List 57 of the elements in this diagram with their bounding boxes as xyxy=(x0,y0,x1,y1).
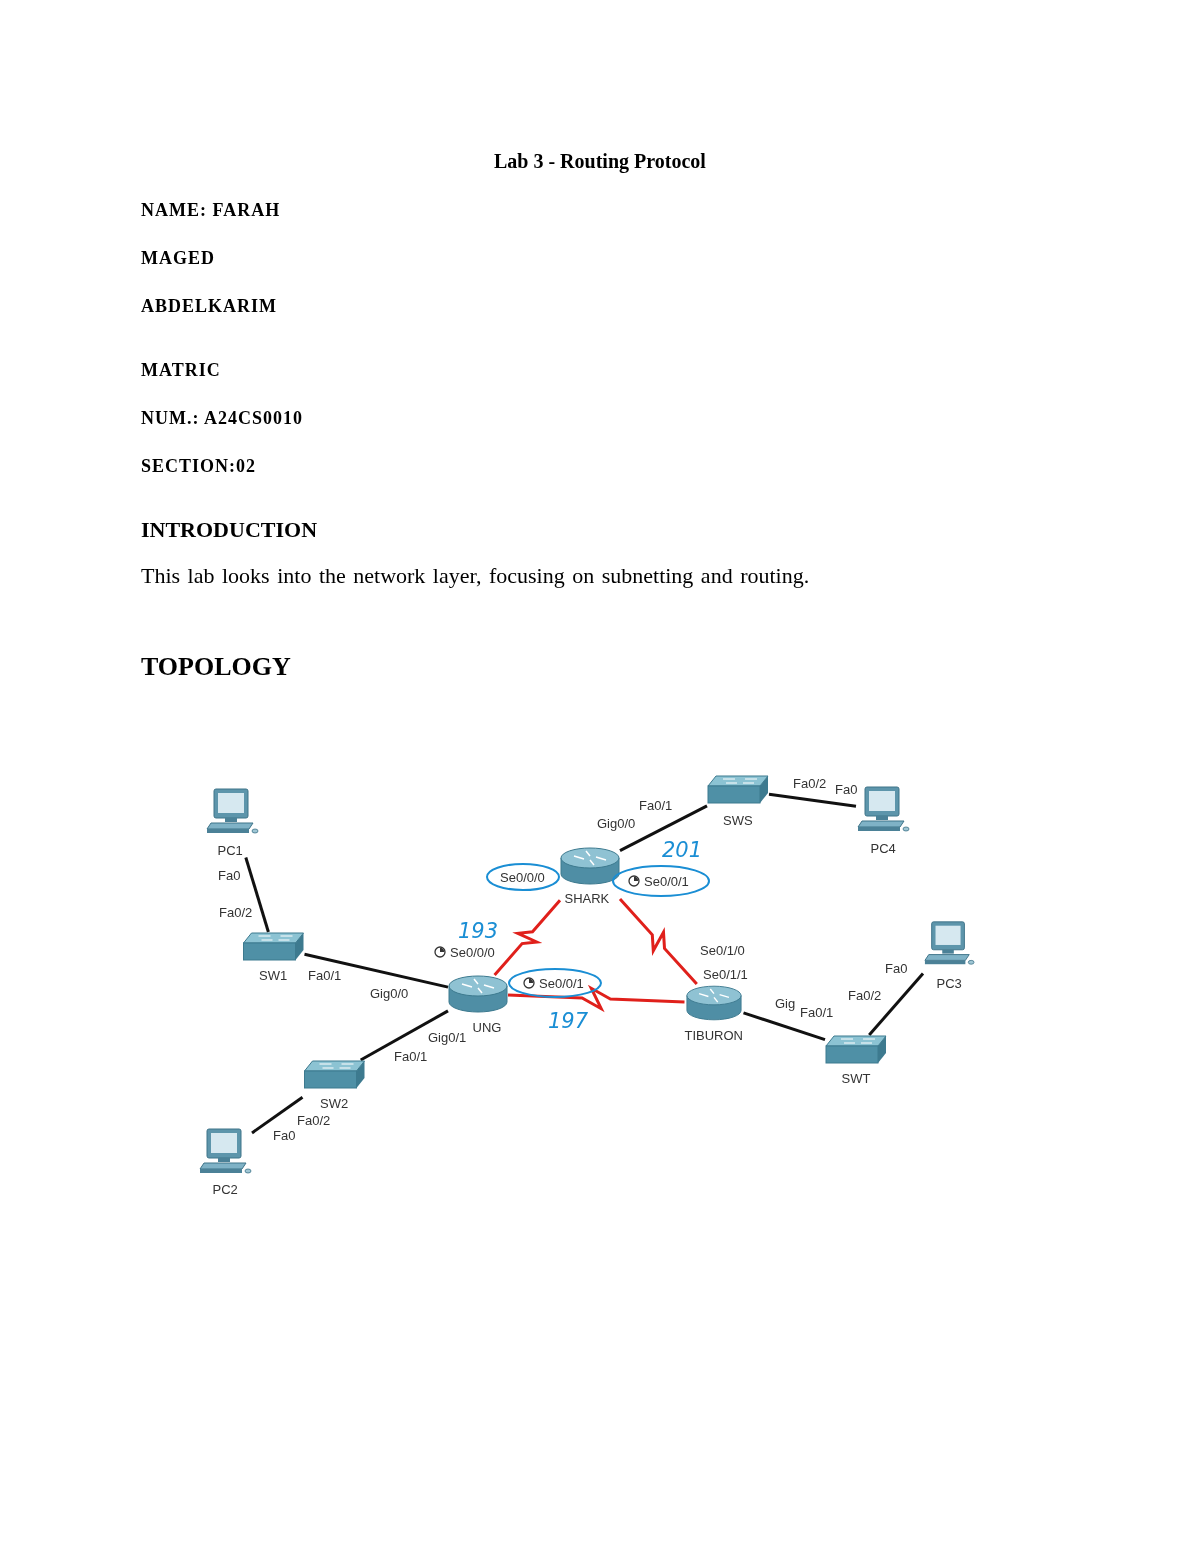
student-info-text: MAGED xyxy=(141,247,215,269)
port-label: Fa0/1 xyxy=(800,1004,834,1020)
port-label: Se0/0/0 xyxy=(450,944,495,960)
port-label: Fa0/2 xyxy=(793,775,827,791)
port-label: Fa0/2 xyxy=(297,1112,331,1128)
device-name: UNG xyxy=(472,1019,502,1035)
port-label: Gig xyxy=(775,995,796,1011)
port-label: Se0/1/0 xyxy=(700,942,745,958)
port-label: Gig0/1 xyxy=(428,1029,467,1045)
port-label: Fa0 xyxy=(273,1127,296,1143)
device-name: PC3 xyxy=(936,975,962,991)
zigzag-cable-line xyxy=(507,984,685,1013)
zigzag-cable-line xyxy=(493,899,562,976)
device-name: SHARK xyxy=(564,890,610,906)
device-name: SW2 xyxy=(320,1095,349,1111)
handwritten-number: 193 xyxy=(458,919,499,943)
paragraph: This lab looks into the network layer, focusing on subnetting and routing. xyxy=(141,563,810,589)
device-name: TIBURON xyxy=(684,1027,743,1043)
document-title: Lab 3 - Routing Protocol xyxy=(494,149,706,173)
student-info-text: SECTION:02 xyxy=(141,455,257,477)
student-info-text: NUM.: A24CS0010 xyxy=(141,407,303,429)
port-label: Fa0 xyxy=(835,781,858,797)
section-heading: TOPOLOGY xyxy=(141,652,291,682)
cable-line xyxy=(251,1096,304,1135)
device-name: PC1 xyxy=(217,842,243,858)
device-name: PC2 xyxy=(212,1181,238,1197)
port-label: Gig0/0 xyxy=(370,985,409,1001)
device-name: SWT xyxy=(841,1070,871,1086)
student-info-text: ABDELKARIM xyxy=(141,295,277,317)
handwritten-number: 197 xyxy=(548,1009,589,1033)
port-label: Fa0/2 xyxy=(219,904,253,920)
port-label: Fa0/1 xyxy=(394,1048,428,1064)
device-name: SW1 xyxy=(259,967,288,983)
cable-line xyxy=(743,1011,826,1042)
port-label: Se0/0/1 xyxy=(644,873,689,889)
zigzag-cable-line xyxy=(618,898,698,985)
port-label: Se0/0/0 xyxy=(500,869,545,885)
cable-line xyxy=(244,857,270,933)
device-name: PC4 xyxy=(870,840,896,856)
section-heading: INTRODUCTION xyxy=(141,517,318,543)
port-label: Fa0/1 xyxy=(308,967,342,983)
port-label: Se0/0/1 xyxy=(539,975,584,991)
cable-line xyxy=(768,792,857,808)
student-info-text: MATRIC xyxy=(141,359,221,381)
handwritten-number: 201 xyxy=(662,838,703,862)
cable-line xyxy=(359,1009,449,1062)
student-info-text: NAME: FARAH xyxy=(141,199,281,221)
cable-line xyxy=(619,804,708,852)
port-label: Fa0/1 xyxy=(639,797,673,813)
port-label: Fa0 xyxy=(218,867,241,883)
port-label: Fa0 xyxy=(885,960,908,976)
port-label: Fa0/2 xyxy=(848,987,882,1003)
device-name: SWS xyxy=(723,812,753,828)
port-label: Se0/1/1 xyxy=(703,966,748,982)
cable-line xyxy=(868,972,925,1036)
port-label: Gig0/0 xyxy=(597,815,636,831)
cable-line xyxy=(304,952,449,989)
